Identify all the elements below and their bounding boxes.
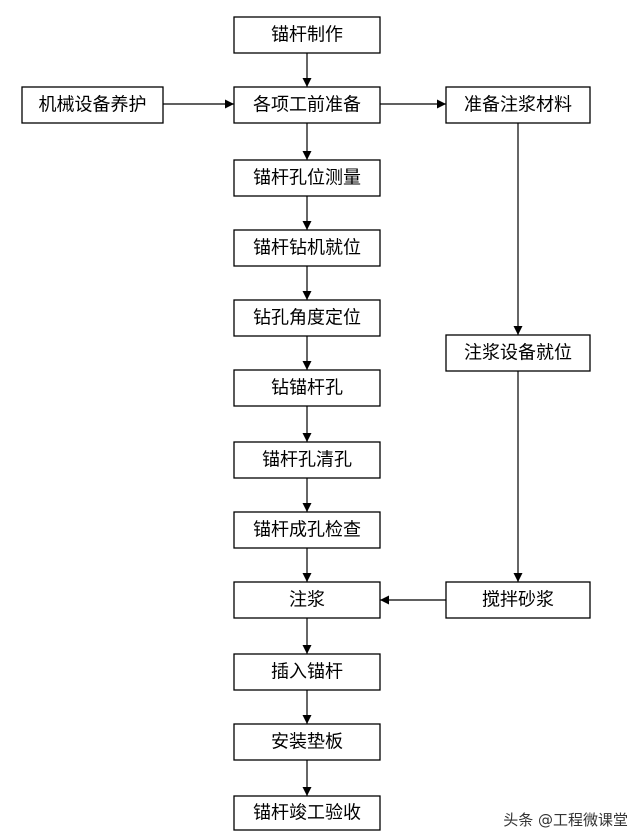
node-grout-equipment: 注浆设备就位 — [445, 334, 591, 372]
flow-edges — [163, 53, 523, 796]
node-grout-equipment-label: 注浆设备就位 — [464, 343, 572, 364]
node-grout-materials-label: 准备注浆材料 — [464, 95, 572, 116]
node-acceptance-label: 锚杆竣工验收 — [253, 803, 361, 824]
node-anchor-making-label: 锚杆制作 — [271, 25, 343, 46]
watermark: 头条 @工程微课堂 — [503, 811, 628, 829]
node-angle-positioning-label: 钻孔角度定位 — [253, 308, 361, 329]
node-drill-positioning-label: 锚杆钻机就位 — [253, 238, 361, 259]
node-hole-survey: 锚杆孔位测量 — [233, 159, 381, 197]
node-drill-hole-label: 钻锚杆孔 — [271, 378, 343, 399]
node-insert-anchor: 插入锚杆 — [233, 653, 381, 691]
node-acceptance: 锚杆竣工验收 — [233, 795, 381, 831]
node-insert-anchor-label: 插入锚杆 — [271, 662, 343, 683]
node-drill-hole: 钻锚杆孔 — [233, 369, 381, 407]
node-equipment-maintenance: 机械设备养护 — [21, 86, 164, 124]
node-grouting-label: 注浆 — [289, 590, 325, 611]
node-preparation-label: 各项工前准备 — [253, 95, 361, 116]
node-hole-survey-label: 锚杆孔位测量 — [253, 168, 361, 189]
node-drill-positioning: 锚杆钻机就位 — [233, 229, 381, 267]
node-angle-positioning: 钻孔角度定位 — [233, 299, 381, 337]
node-grouting: 注浆 — [233, 581, 381, 619]
node-install-plate: 安装垫板 — [233, 723, 381, 761]
node-hole-cleaning-label: 锚杆孔清孔 — [262, 450, 352, 471]
node-hole-inspection: 锚杆成孔检查 — [233, 511, 381, 549]
node-grout-materials: 准备注浆材料 — [445, 86, 591, 124]
node-hole-inspection-label: 锚杆成孔检查 — [253, 520, 361, 541]
node-mix-mortar: 搅拌砂浆 — [445, 581, 591, 619]
node-anchor-making: 锚杆制作 — [233, 16, 381, 54]
node-install-plate-label: 安装垫板 — [271, 732, 343, 753]
node-preparation: 各项工前准备 — [233, 86, 381, 124]
node-mix-mortar-label: 搅拌砂浆 — [482, 590, 554, 611]
node-equipment-maintenance-label: 机械设备养护 — [39, 95, 147, 116]
node-hole-cleaning: 锚杆孔清孔 — [233, 441, 381, 479]
